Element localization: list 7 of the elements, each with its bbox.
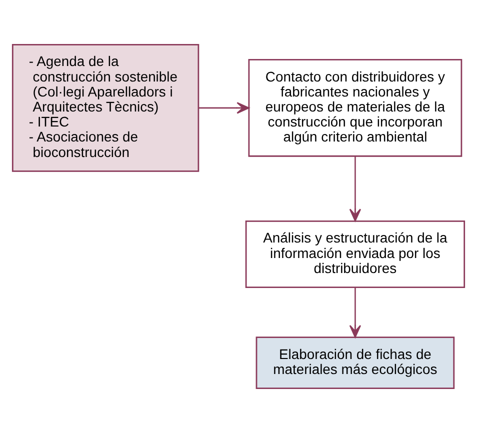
arrow [349,288,362,338]
node-box: - Agenda de la construcción sostenible (Col·legi Aparelladors i Arquitectes Tècnics) - ITEC - Asociaciones de bioconstrucción [12,44,200,172]
arrow [349,156,362,222]
node-box: Elaboración de fichas de materiales más ecológicos [256,336,455,390]
node-box: Contacto con distribuidores y fabricantes nacionales y europeos de materiales de la construcción que incorporan algún criterio ambiental [248,59,462,157]
arrow [198,102,250,114]
node-box: Análisis y estructuración de la información enviada por los distribuidores [245,220,466,288]
